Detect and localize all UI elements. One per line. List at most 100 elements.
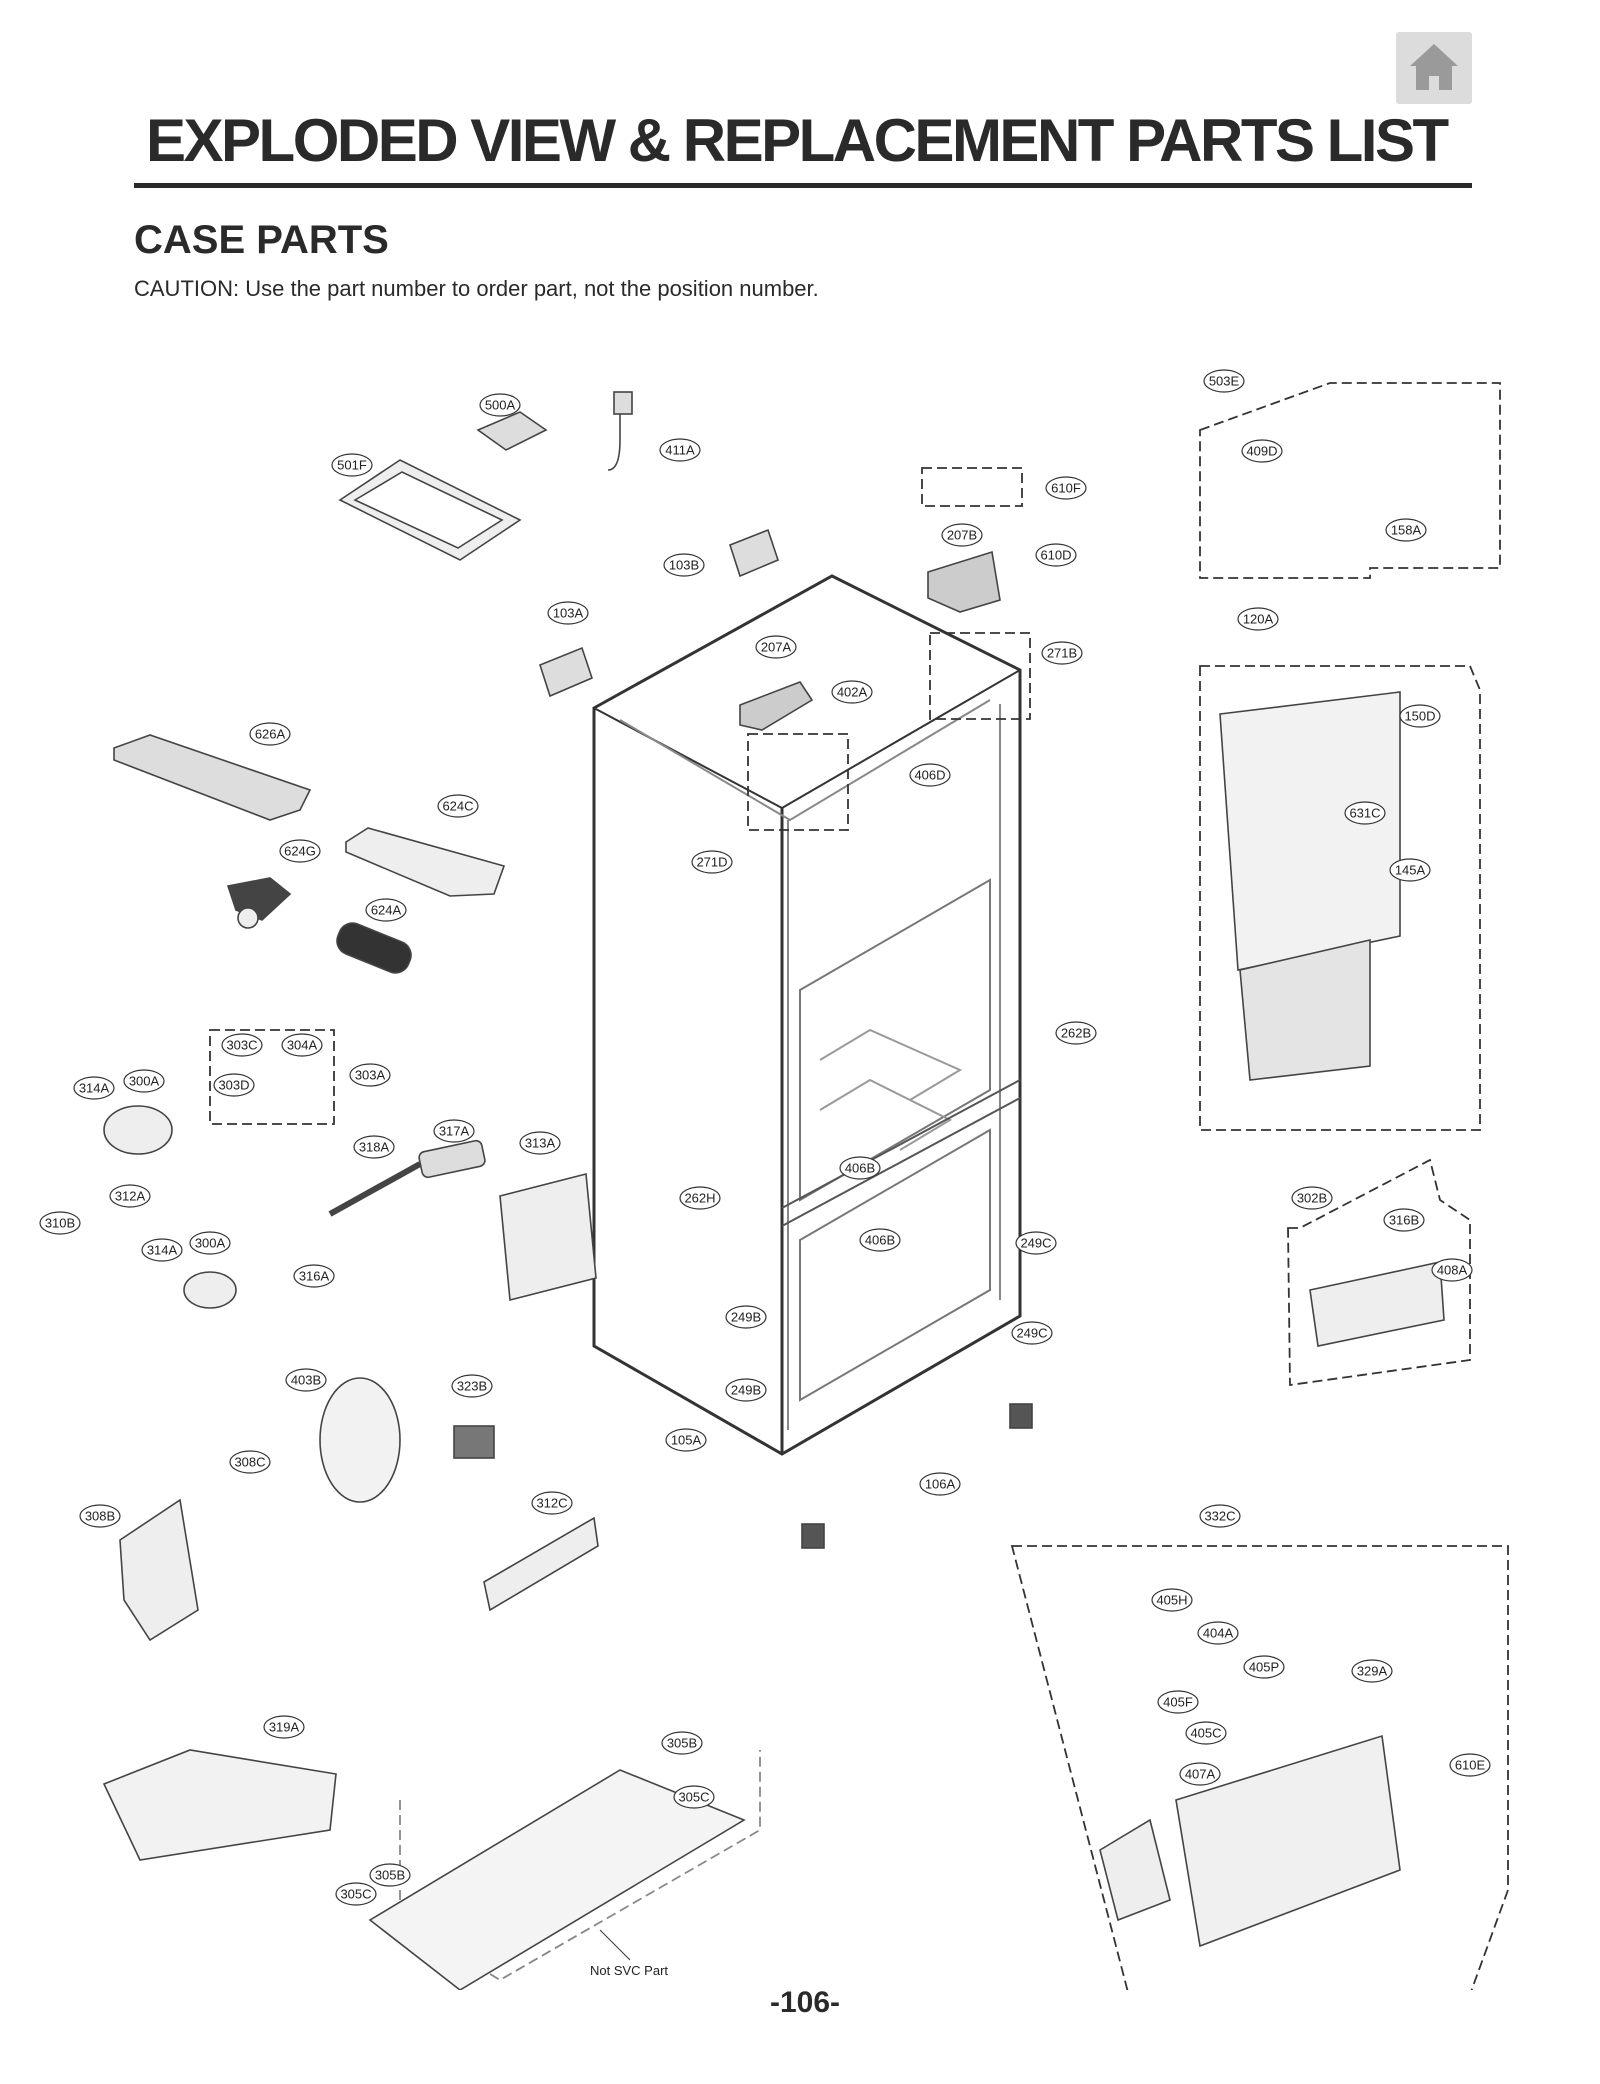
- callout-626A: 626A: [249, 722, 291, 746]
- callout-500A: 500A: [479, 393, 521, 417]
- callout-329A: 329A: [1351, 1659, 1393, 1683]
- callout-120A: 120A: [1237, 607, 1279, 631]
- callout-label: 303D: [218, 1078, 249, 1093]
- page-title: EXPLODED VIEW & REPLACEMENT PARTS LIST: [146, 107, 1449, 174]
- callout-610E: 610E: [1449, 1753, 1491, 1777]
- callout-label: 501F: [337, 458, 367, 473]
- callout-308B: 308B: [79, 1504, 121, 1528]
- callout-262B: 262B: [1055, 1021, 1097, 1045]
- part-624C-cover: [345, 827, 506, 897]
- callout-305C: 305C: [335, 1882, 377, 1906]
- callout-314A: 314A: [141, 1238, 183, 1262]
- callout-316B: 316B: [1383, 1208, 1425, 1232]
- callout-300A: 300A: [189, 1231, 231, 1255]
- part-501F-shelf: [338, 459, 522, 561]
- callout-label: 323B: [457, 1379, 487, 1394]
- callout-label: 103B: [669, 558, 699, 573]
- callout-406B: 406B: [839, 1156, 881, 1180]
- home-icon: [1410, 44, 1458, 90]
- callout-label: 207A: [761, 640, 792, 655]
- part-120A-evaporator-cover: [1219, 691, 1401, 1081]
- callout-318A: 318A: [353, 1135, 395, 1159]
- callout-312C: 312C: [531, 1491, 573, 1515]
- callout-312A: 312A: [109, 1184, 151, 1208]
- callout-305B: 305B: [661, 1731, 703, 1755]
- callout-405C: 405C: [1185, 1721, 1227, 1745]
- callout-label: 500A: [485, 398, 516, 413]
- callout-label: 305C: [340, 1887, 371, 1902]
- callout-label: 310B: [45, 1216, 75, 1231]
- callout-304A: 304A: [281, 1033, 323, 1057]
- part-318A-drier: [328, 1139, 486, 1217]
- callout-501F: 501F: [331, 453, 373, 477]
- callout-label: 120A: [1243, 612, 1274, 627]
- callout-158A: 158A: [1385, 518, 1427, 542]
- callout-624C: 624C: [437, 794, 479, 818]
- part-624G-auger: [226, 877, 292, 929]
- callout-150D: 150D: [1399, 704, 1441, 728]
- callout-406B: 406B: [859, 1228, 901, 1252]
- callout-145A: 145A: [1389, 858, 1431, 882]
- callout-label: 319A: [269, 1720, 300, 1735]
- callout-103A: 103A: [547, 601, 589, 625]
- callout-323B: 323B: [451, 1374, 493, 1398]
- part-403B-fan-blade: [319, 1377, 401, 1503]
- callout-310B: 310B: [39, 1211, 81, 1235]
- part-323B-heater: [453, 1425, 495, 1459]
- callout-624G: 624G: [279, 839, 321, 863]
- callout-label: 406B: [845, 1161, 875, 1176]
- callout-305B: 305B: [369, 1863, 411, 1887]
- part-500A-pcb: [476, 411, 548, 451]
- callout-314A: 314A: [73, 1076, 115, 1100]
- callout-label: 302B: [1297, 1191, 1327, 1206]
- callout-249B: 249B: [725, 1378, 767, 1402]
- callout-label: 405F: [1163, 1695, 1193, 1710]
- callout-label: 303A: [355, 1068, 386, 1083]
- callout-label: 262B: [1061, 1026, 1091, 1041]
- callout-631C: 631C: [1344, 801, 1386, 825]
- callout-305C: 305C: [673, 1785, 715, 1809]
- part-626A-dispenser: [113, 734, 312, 821]
- callout-317A: 317A: [433, 1119, 475, 1143]
- callout-610F: 610F: [1045, 476, 1087, 500]
- callout-label: 624C: [442, 799, 473, 814]
- callout-103B: 103B: [663, 553, 705, 577]
- part-207B-hinge: [927, 550, 1001, 613]
- home-button[interactable]: [1396, 32, 1472, 104]
- callout-label: 624A: [371, 903, 402, 918]
- callout-label: 300A: [195, 1236, 226, 1251]
- callout-316A: 316A: [293, 1264, 335, 1288]
- callout-label: 610E: [1455, 1758, 1486, 1773]
- callout-label: 304A: [287, 1038, 318, 1053]
- callout-label: 405P: [1249, 1660, 1279, 1675]
- part-624A-motor: [336, 922, 412, 974]
- callout-label: 406B: [865, 1233, 895, 1248]
- callout-label: 158A: [1391, 523, 1422, 538]
- callout-label: 403B: [291, 1373, 321, 1388]
- callout-label: 312C: [536, 1496, 567, 1511]
- callout-407A: 407A: [1179, 1762, 1221, 1786]
- callout-404A: 404A: [1197, 1621, 1239, 1645]
- part-411A-cord: [607, 391, 633, 471]
- callout-label: 317A: [439, 1124, 470, 1139]
- callout-249C: 249C: [1011, 1321, 1053, 1345]
- page-number: -106-: [770, 1986, 841, 2019]
- caution-note: CAUTION: Use the part number to order pa…: [134, 276, 819, 301]
- note-label: Not SVC Part: [590, 1963, 668, 1978]
- callout-label: 626A: [255, 727, 286, 742]
- callout-label: 305C: [678, 1790, 709, 1805]
- callout-405H: 405H: [1151, 1588, 1193, 1612]
- exploded-view-diagram: 500A411A501F610F103B207B610D103A207A402A…: [39, 369, 1509, 1990]
- part-308B-shroud: [119, 1498, 199, 1642]
- part-207A-hinge: [739, 681, 814, 731]
- part-103A-hinge-cover: [539, 646, 593, 698]
- callout-406D: 406D: [909, 763, 951, 787]
- callout-label: 103A: [553, 606, 584, 621]
- callout-label: 106A: [925, 1477, 956, 1492]
- callout-106A: 106A: [919, 1472, 961, 1496]
- callout-313A: 313A: [519, 1131, 561, 1155]
- part-332C-ice-maker-assembly: [1099, 1734, 1401, 1948]
- callout-label: 409D: [1246, 444, 1277, 459]
- callout-label: 249C: [1016, 1326, 1047, 1341]
- callout-332C: 332C: [1199, 1504, 1241, 1528]
